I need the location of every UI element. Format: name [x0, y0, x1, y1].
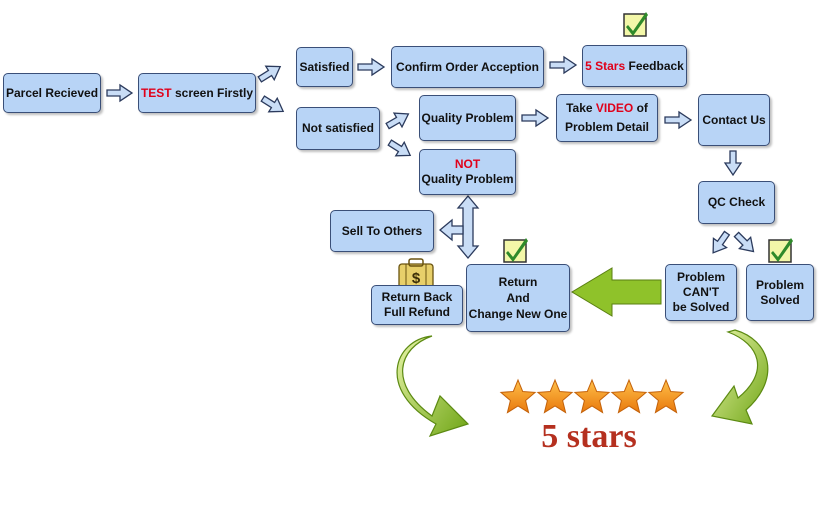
arrow-cant-to-return	[571, 267, 662, 317]
arrow-double-vertical	[456, 194, 480, 260]
curved-arrow-left-icon	[396, 335, 470, 437]
rating-stars	[499, 378, 685, 414]
node-label: And	[506, 290, 530, 305]
checkmark-icon	[503, 238, 528, 263]
node-label: screen Firstly	[171, 86, 254, 100]
node-five-stars-feedback: 5 Stars Feedback	[582, 45, 687, 87]
arrow-contact-to-qc	[723, 150, 743, 177]
star-icon	[499, 378, 537, 414]
node-label: Problem	[676, 270, 725, 284]
node-problem-solved: Problem Solved	[746, 264, 814, 321]
arrow-qc-to-cant	[712, 230, 731, 254]
arrow-notsat-to-quality	[385, 112, 410, 130]
node-label-highlight: NOT	[454, 157, 481, 171]
node-quality-problem: Quality Problem	[419, 95, 516, 141]
node-label: Return Back	[381, 290, 453, 304]
money-bag-icon: $	[398, 258, 434, 289]
node-parcel-received: Parcel Recieved	[3, 73, 101, 113]
node-problem-cant-solved: Problem CAN'T be Solved	[665, 264, 737, 321]
node-label: Satisfied	[299, 59, 350, 74]
arrow-quality-to-video	[521, 108, 550, 128]
node-test-screen: TEST screen Firstly	[138, 73, 256, 113]
curved-arrow-right-icon	[710, 329, 769, 425]
node-return-change: Return And Change New One	[466, 264, 570, 332]
arrow-test-to-not-satisfied	[260, 95, 285, 113]
node-label: Change New One	[468, 307, 568, 322]
node-label: CAN'T	[682, 285, 720, 299]
node-label-highlight: 5 Stars	[585, 59, 626, 73]
node-label-highlight: VIDEO	[595, 100, 634, 115]
node-take-video: Take VIDEO of Problem Detail	[556, 94, 658, 142]
arrow-qc-to-solved	[733, 231, 755, 253]
node-label: Solved	[760, 292, 800, 307]
node-label: Not satisfied	[301, 121, 374, 135]
rating-label: 5 stars	[541, 418, 637, 455]
node-satisfied: Satisfied	[296, 47, 353, 87]
node-not-satisfied: Not satisfied	[296, 107, 380, 150]
star-icon	[536, 378, 574, 414]
node-label: QC Check	[707, 195, 766, 209]
node-label: Return	[498, 274, 538, 289]
arrow-video-to-contact	[664, 110, 693, 130]
node-label: Confirm Order Acception	[396, 59, 539, 74]
star-icon	[610, 378, 648, 414]
checkmark-icon	[768, 238, 793, 263]
arrow-test-to-satisfied	[257, 65, 282, 83]
node-label-highlight: TEST	[140, 86, 172, 100]
node-label: Full Refund	[384, 305, 450, 319]
node-label: Parcel Recieved	[5, 85, 99, 100]
star-icon	[573, 378, 611, 414]
node-label: Feedback	[625, 59, 684, 73]
arrow-satisfied-to-confirm	[357, 57, 386, 77]
arrow-confirm-to-feedback	[549, 55, 578, 75]
node-qc-check: QC Check	[698, 181, 775, 224]
node-label: Take	[566, 100, 596, 115]
node-label: Problem Detail	[564, 120, 650, 134]
node-label: Problem	[755, 277, 804, 292]
node-sell-to-others: Sell To Others	[330, 210, 434, 252]
node-contact-us: Contact Us	[698, 94, 770, 146]
node-label: Contact Us	[702, 112, 766, 127]
star-icon	[647, 378, 685, 414]
svg-text:$: $	[412, 270, 421, 287]
node-not-quality-problem: NOT Quality Problem	[419, 149, 516, 195]
checkmark-icon	[623, 12, 648, 37]
node-label: of	[633, 100, 648, 115]
node-return-back: Return Back Full Refund	[371, 285, 463, 325]
arrow-to-sell-others	[438, 218, 464, 242]
arrow-parcel-to-test	[106, 83, 134, 103]
node-label: Sell To Others	[341, 223, 423, 238]
node-label: be Solved	[672, 300, 730, 314]
node-label: Quality Problem	[421, 110, 514, 125]
node-label: Quality Problem	[421, 172, 514, 186]
node-confirm-order: Confirm Order Acception	[391, 46, 544, 88]
arrow-notsat-to-not-quality	[387, 139, 412, 157]
